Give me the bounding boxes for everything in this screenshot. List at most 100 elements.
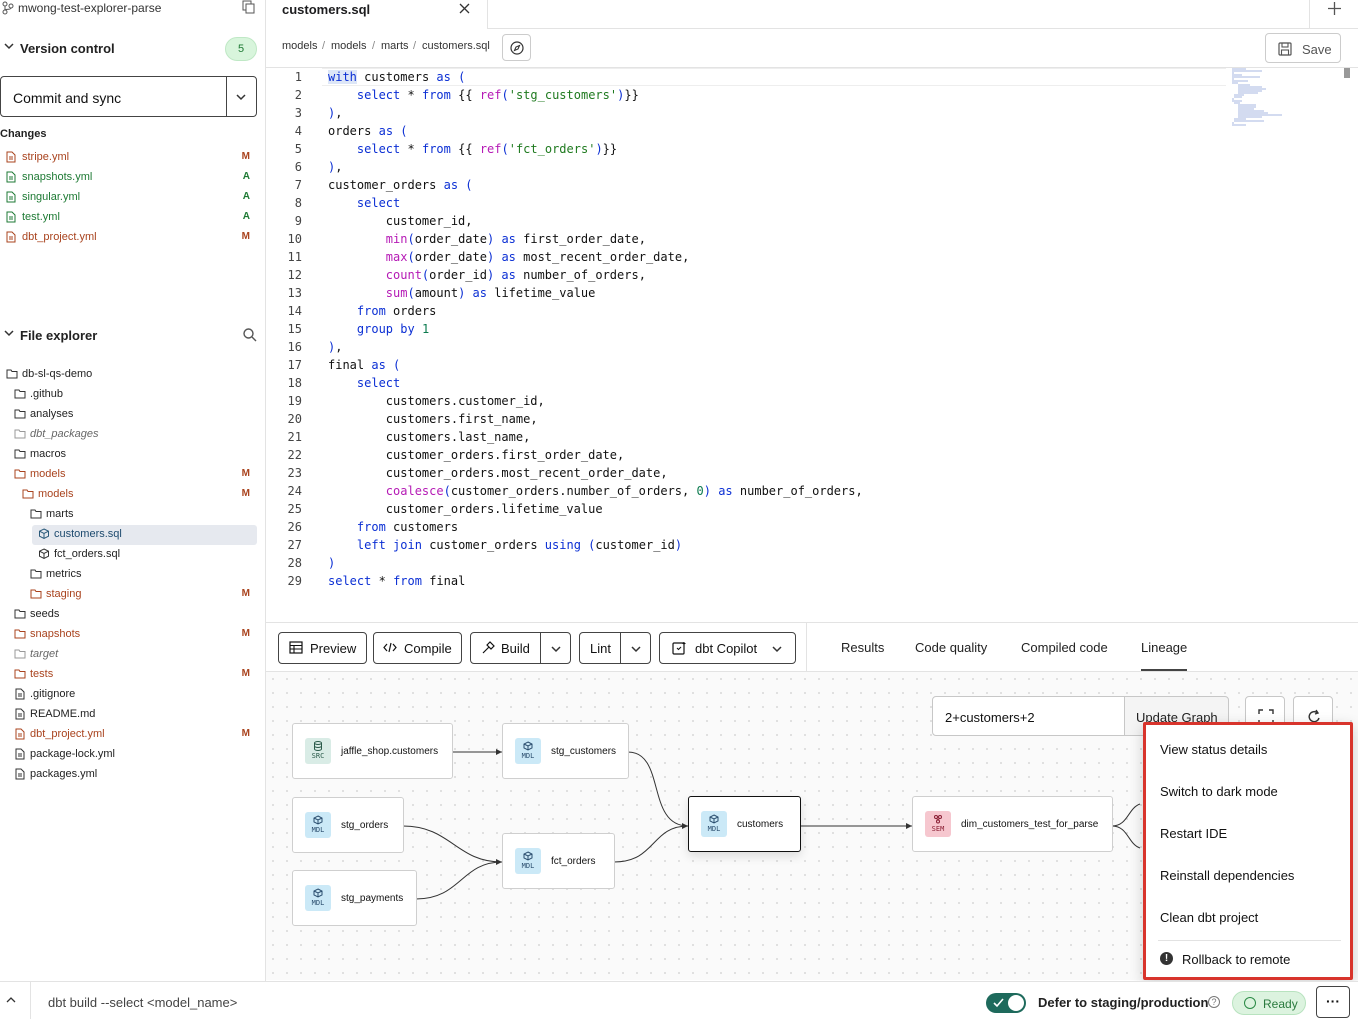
lineage-node-stg-orders[interactable]: MDL stg_orders <box>292 797 404 853</box>
file-tree-item[interactable]: analyses <box>0 405 258 425</box>
compile-button[interactable]: Compile <box>373 632 462 664</box>
tab-lineage[interactable]: Lineage <box>1141 640 1188 671</box>
change-file-name: stripe.yml <box>22 151 70 163</box>
menu-item-restart-ide[interactable]: Restart IDE <box>1160 826 1228 841</box>
chevron-down-icon <box>4 43 14 50</box>
file-explorer-header[interactable]: File explorer <box>0 325 230 349</box>
lineage-node-fct-orders[interactable]: MDL fct_orders <box>502 833 615 889</box>
file-tree-item[interactable]: db-sl-qs-demo <box>0 365 258 385</box>
file-tree-name: .gitignore <box>30 688 76 700</box>
code-line: select <box>356 376 401 390</box>
menu-item-rollback-to-remote[interactable]: Rollback to remote <box>1182 952 1291 967</box>
minimap[interactable] <box>1230 68 1310 128</box>
breadcrumb-item[interactable]: marts <box>381 40 409 52</box>
dbt-copilot-button[interactable]: dbt Copilot <box>659 632 796 664</box>
tab-customers-sql[interactable]: customers.sql <box>266 0 488 29</box>
tab-code-quality[interactable]: Code quality <box>915 640 988 655</box>
line-number: 21 <box>287 430 302 444</box>
expand-icon <box>1258 709 1274 725</box>
lineage-node-stg-payments[interactable]: MDL stg_payments <box>292 870 417 926</box>
change-status: A <box>242 191 250 202</box>
file-tree-name: tests <box>30 668 54 680</box>
chevron-down-icon[interactable] <box>631 644 641 654</box>
menu-item-view-status-details[interactable]: View status details <box>1160 742 1268 757</box>
chevron-up-icon[interactable] <box>6 995 16 1005</box>
file-tree-item[interactable]: seeds <box>0 605 258 625</box>
chevron-down-icon <box>772 646 782 653</box>
menu-item-switch-to-dark-mode[interactable]: Switch to dark mode <box>1160 784 1278 799</box>
node-name: customers <box>737 819 784 830</box>
explore-button[interactable] <box>502 34 531 61</box>
help-icon[interactable]: ? <box>1208 996 1220 1008</box>
file-status: M <box>241 488 250 499</box>
breadcrumb-item[interactable]: customers.sql <box>422 40 490 52</box>
tab-results[interactable]: Results <box>841 640 885 655</box>
breadcrumb-item[interactable]: models <box>331 40 367 52</box>
file-tree-item[interactable]: .gitignore <box>0 685 258 705</box>
menu-item-reinstall-dependencies[interactable]: Reinstall dependencies <box>1160 868 1295 883</box>
code-line: left join customer_orders using (custome… <box>356 538 683 552</box>
file-tree-item[interactable]: target <box>0 645 258 665</box>
file-tree-item[interactable]: README.md <box>0 705 258 725</box>
lineage-node-dim-customers-test-for-parse[interactable]: SEM dim_customers_test_for_parse <box>912 796 1113 852</box>
folder-icon <box>22 489 34 499</box>
copy-icon[interactable] <box>242 0 256 14</box>
semantic-type-badge: SEM <box>925 811 951 837</box>
vertical-scrollbar[interactable] <box>1344 68 1350 78</box>
line-number: 27 <box>287 538 302 552</box>
editor-tab-bar: customers.sql <box>266 0 1358 29</box>
lineage-node-customers[interactable]: MDL customers <box>688 796 801 852</box>
node-name: jaffle_shop.customers <box>341 746 439 757</box>
commit-and-sync-button[interactable]: Commit and sync <box>0 76 257 117</box>
lineage-edges <box>402 749 1141 900</box>
close-icon[interactable] <box>459 3 470 14</box>
file-tree-item[interactable]: package-lock.yml <box>0 745 258 765</box>
breadcrumb-item[interactable]: models <box>282 40 318 52</box>
line-number: 3 <box>294 106 302 120</box>
file-tree-item[interactable]: marts <box>0 505 258 525</box>
tab-compiled-code[interactable]: Compiled code <box>1021 640 1108 655</box>
version-control-header[interactable]: Version control <box>0 38 266 62</box>
chevron-down-icon[interactable] <box>551 644 561 654</box>
file-icon <box>15 768 25 780</box>
lint-button[interactable]: Lint <box>579 632 651 664</box>
file-tree-item[interactable]: macros <box>0 445 258 465</box>
file-tree-item[interactable]: customers.sql <box>32 525 257 545</box>
command-input[interactable]: dbt build --select <model_name> <box>48 995 238 1010</box>
file-tree-item[interactable]: .github <box>0 385 258 405</box>
file-tree-name: dbt_project.yml <box>30 728 105 740</box>
more-options-button[interactable]: ··· <box>1316 986 1350 1018</box>
preview-button[interactable]: Preview <box>278 632 367 664</box>
new-tab-button[interactable] <box>1309 0 1358 29</box>
file-tree-item[interactable]: fct_orders.sql <box>0 545 258 565</box>
line-number: 14 <box>287 304 302 318</box>
file-tree-item[interactable]: dbt_packages <box>0 425 258 445</box>
defer-toggle[interactable] <box>986 993 1026 1013</box>
edge-dim-offscreen <box>1111 803 1141 827</box>
file-tree-item[interactable]: packages.yml <box>0 765 258 785</box>
code-line: select * from final <box>328 574 466 588</box>
lineage-node-jaffle-shop-customers[interactable]: SRC jaffle_shop.customers <box>292 723 453 779</box>
status-badge[interactable]: Ready <box>1232 991 1306 1015</box>
menu-item-clean-dbt-project[interactable]: Clean dbt project <box>1160 910 1259 925</box>
lineage-node-stg-customers[interactable]: MDL stg_customers <box>502 723 629 779</box>
build-button[interactable]: Build <box>470 632 571 664</box>
table-icon <box>289 641 303 654</box>
chevron-down-icon[interactable] <box>236 92 246 102</box>
file-tree-item[interactable]: metrics <box>0 565 258 585</box>
graph-selector-input[interactable]: 2+customers+2 <box>932 696 1125 736</box>
search-icon[interactable] <box>242 327 258 343</box>
save-button[interactable]: Save <box>1265 33 1341 63</box>
